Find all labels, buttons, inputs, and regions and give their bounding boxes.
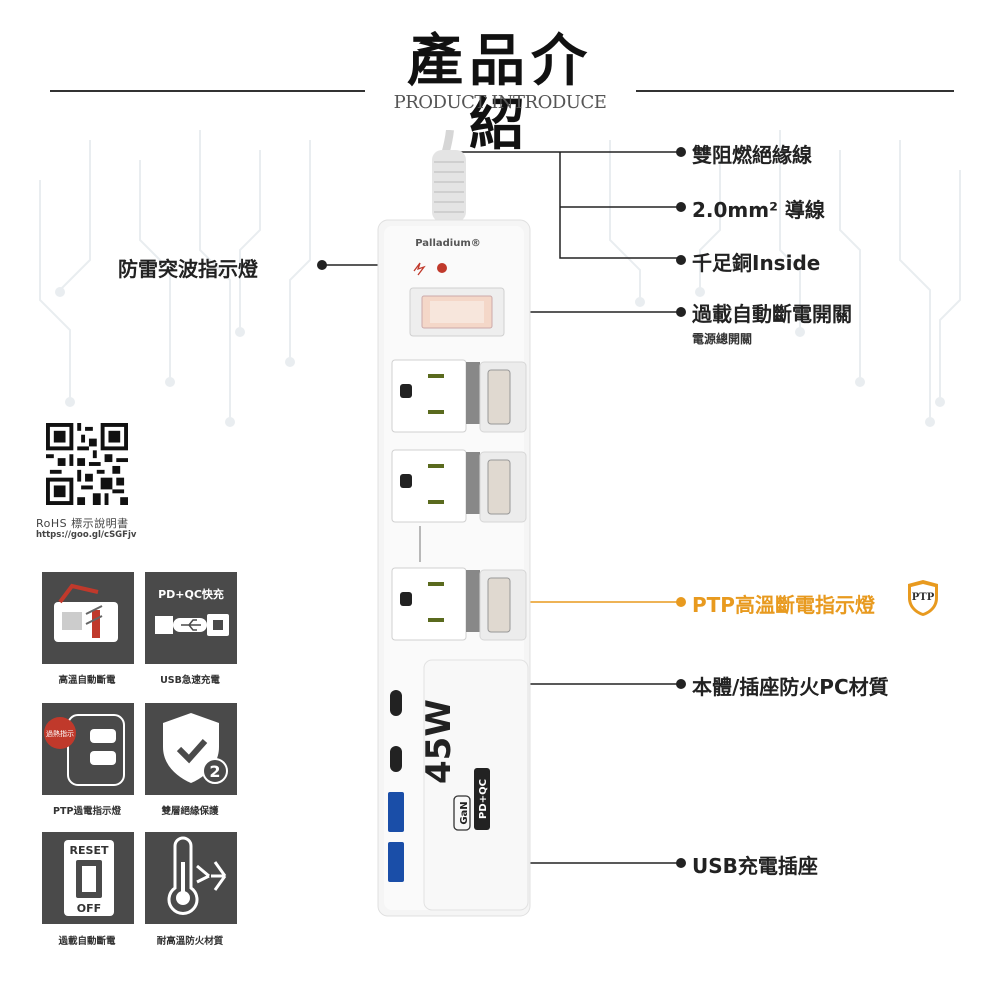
feature-tile-usb: PD+QC快充	[145, 572, 237, 664]
reset-top-label: RESET	[70, 844, 109, 857]
reset-switch-icon: RESET OFF	[64, 840, 114, 916]
feature-label-heat-cutoff: 高溫自動斷電	[58, 675, 116, 686]
page-subtitle: PRODUCT INTRODUCE	[393, 92, 607, 113]
callout-ptp-indicator: PTP高溫斷電指示燈	[692, 593, 875, 617]
callout-usb-port: USB充電插座	[692, 854, 818, 878]
heat-cutoff-icon	[54, 583, 118, 642]
brand-label: Palladium®	[415, 238, 481, 249]
shield-badge: 2	[209, 762, 220, 781]
callout-cable: 雙阻燃絕緣線	[692, 143, 812, 167]
thermometer-icon	[167, 836, 227, 915]
feature-tile-thermometer	[145, 832, 237, 924]
shield-check-icon: 2	[163, 713, 228, 784]
pdqc-label: PD+QC	[478, 779, 489, 819]
socket-group	[391, 359, 527, 641]
usb-tile-header: PD+QC快充	[158, 588, 224, 601]
power-strip-illustration: GaN PD+QC 45W Palladium®	[377, 130, 531, 917]
callout-dot-wire	[676, 202, 686, 212]
feature-tile-shield: 2	[145, 703, 237, 795]
callout-dot-body	[676, 679, 686, 689]
callout-overload-switch: 過載自動斷電開關	[692, 302, 852, 326]
page-title: 產品介紹	[407, 29, 593, 158]
feature-tile-heat-cutoff	[42, 572, 134, 664]
qr-code	[46, 423, 128, 505]
reset-bottom-label: OFF	[77, 902, 101, 915]
feature-label-reset: 過載自動斷電	[58, 936, 116, 947]
ptp-tile-inner: 過熱指示	[46, 729, 74, 738]
ptp-badge-text: PTP	[912, 592, 935, 603]
callout-wire-gauge: 2.0mm² 導線	[692, 198, 825, 222]
header	[0, 28, 1000, 128]
feature-label-ptp: PTP過電指示燈	[53, 806, 121, 817]
gan-label: GaN	[459, 801, 470, 824]
feature-tile-reset: RESET OFF	[42, 832, 134, 924]
callout-surge-indicator: 防雷突波指示燈	[118, 257, 258, 281]
usb-icon	[155, 614, 229, 636]
title-divider-left	[50, 90, 365, 92]
power-label: 45W	[419, 699, 459, 784]
feature-label-shield: 雙層絕緣保護	[161, 806, 219, 817]
callout-body-material: 本體/插座防火PC材質	[692, 675, 889, 699]
callout-dot-ptp	[676, 597, 686, 607]
callout-dot-cable	[676, 147, 686, 157]
feature-tile-ptp-indicator: 過熱指示	[42, 703, 134, 795]
feature-label-thermometer: 耐高溫防火材質	[156, 936, 224, 947]
feature-label-usb: USB急速充電	[160, 675, 220, 686]
callout-dot-copper	[676, 255, 686, 265]
callout-dot-indicator	[317, 260, 327, 270]
callout-copper: 千足銅Inside	[692, 251, 821, 275]
ptp-shield-icon: PTP	[908, 580, 938, 616]
qr-caption: RoHS 標示說明書	[36, 517, 129, 530]
ptp-indicator-icon: 過熱指示	[44, 714, 125, 786]
callout-dot-switch	[676, 307, 686, 317]
title-divider-right	[636, 90, 954, 92]
callout-main-switch-sub: 電源總開關	[692, 332, 753, 346]
qr-url[interactable]: https://goo.gl/cSGFjv	[36, 530, 137, 540]
callout-dot-usb	[676, 858, 686, 868]
